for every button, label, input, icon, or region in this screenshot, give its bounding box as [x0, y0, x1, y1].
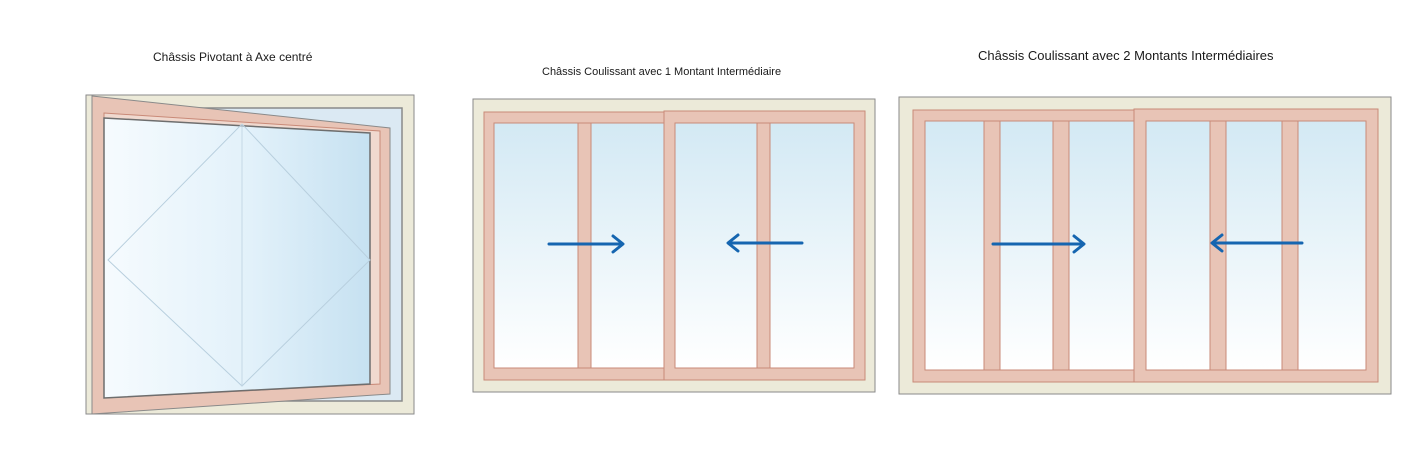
sliding2-right-mullion-2	[1281, 120, 1299, 371]
sliding1-right-glass-b	[769, 122, 855, 369]
pivot-glass	[103, 117, 371, 399]
sliding2-right-mullion-1	[1209, 120, 1227, 371]
pivot-window	[85, 94, 415, 415]
sliding2-right-glass-a	[1145, 120, 1211, 371]
sliding1-arrow-left	[726, 233, 804, 253]
pivot-window-caption: Châssis Pivotant à Axe centré	[153, 50, 313, 64]
sliding1-right-mullion	[756, 122, 771, 369]
sliding-window-2-mullions	[898, 96, 1392, 395]
sliding2-left-glass-a	[924, 120, 985, 371]
sliding-window-2-mullions-caption: Châssis Coulissant avec 2 Montants Inter…	[978, 48, 1274, 63]
sliding2-arrow-left	[1210, 233, 1304, 253]
sliding2-right-glass-b	[1225, 120, 1283, 371]
sliding-window-1-mullion	[472, 98, 876, 393]
sliding2-right-glass-c	[1297, 120, 1367, 371]
sliding1-right-glass-a	[674, 122, 758, 369]
sliding1-arrow-right	[547, 234, 625, 254]
sliding2-arrow-right	[991, 234, 1086, 254]
sliding-window-1-mullion-caption: Châssis Coulissant avec 1 Montant Interm…	[542, 66, 782, 78]
